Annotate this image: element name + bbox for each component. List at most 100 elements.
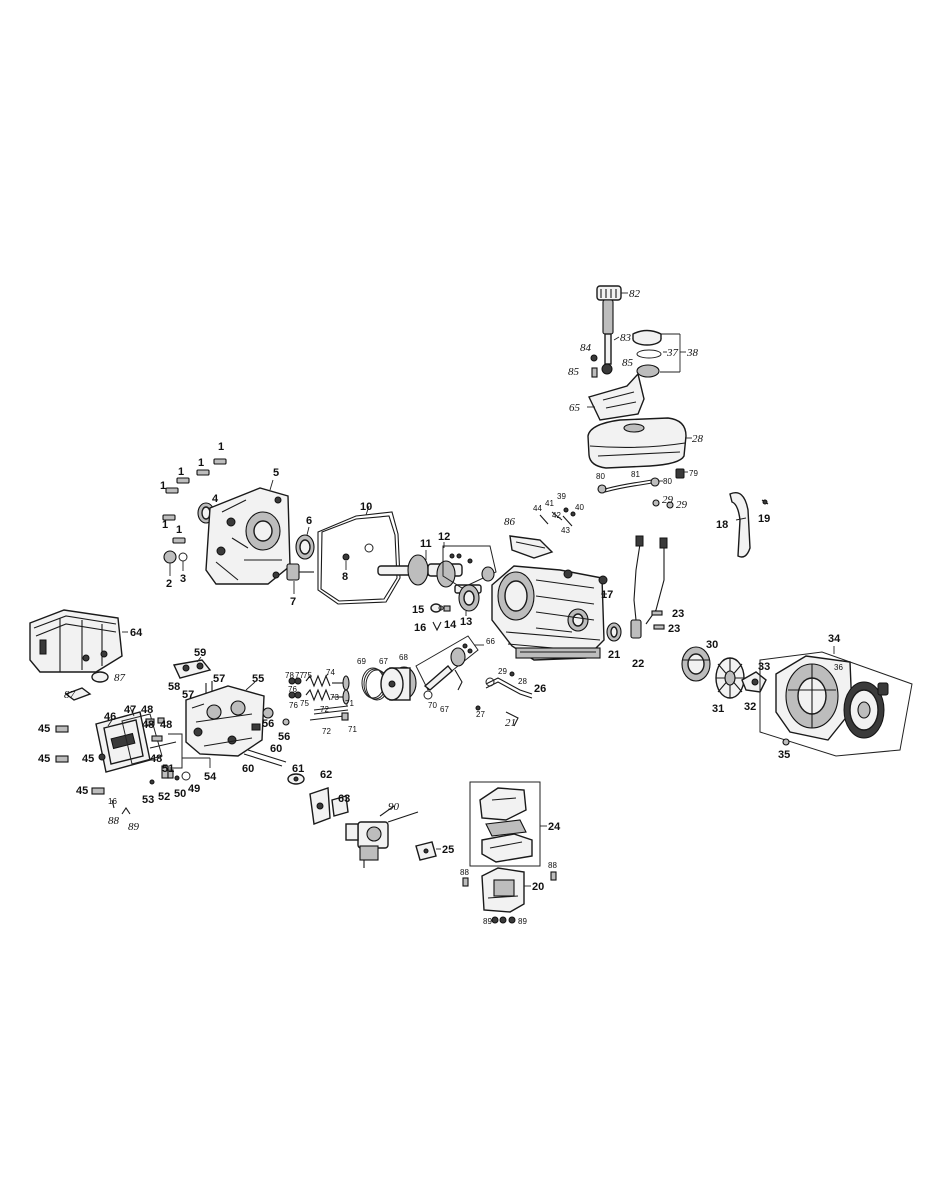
callout-86: 86 <box>504 516 516 528</box>
cooling-fan <box>715 657 745 699</box>
callout-47: 47 <box>124 704 136 716</box>
callout-60: 60 <box>242 763 254 775</box>
callout-84: 84 <box>580 342 592 354</box>
callout-57: 57 <box>213 673 225 685</box>
callout-50: 50 <box>174 788 186 800</box>
bolt-85 <box>591 367 598 378</box>
callout-88: 88 <box>548 861 557 870</box>
callout-36: 36 <box>834 663 843 672</box>
valve-train <box>288 674 350 721</box>
oil-drain-plug <box>163 550 177 564</box>
callout-64: 64 <box>130 627 143 639</box>
callout-4: 4 <box>212 493 219 505</box>
cylinder-head <box>185 685 265 757</box>
callout-20: 20 <box>532 881 544 893</box>
callout-46: 46 <box>104 711 116 723</box>
callout-82: 82 <box>629 288 641 300</box>
callout-78: 78 <box>285 671 294 680</box>
callout-68: 68 <box>399 653 408 662</box>
callout-42: 42 <box>552 511 561 520</box>
callout-2: 2 <box>166 578 172 590</box>
callout-45: 45 <box>38 753 50 765</box>
callout-29: 29 <box>662 494 674 506</box>
callout-29: 29 <box>498 667 507 676</box>
callout-45: 45 <box>38 723 50 735</box>
fuel-filter-cap <box>596 285 622 301</box>
callout-62: 62 <box>320 769 332 781</box>
washer-84 <box>590 354 598 362</box>
callout-87: 87 <box>114 672 126 684</box>
fuel-strainer <box>601 299 614 375</box>
callout-54: 54 <box>204 771 217 783</box>
callout-59: 59 <box>194 647 206 659</box>
callout-53: 53 <box>142 794 154 806</box>
callout-61: 61 <box>292 763 304 775</box>
callout-45: 45 <box>82 753 94 765</box>
ignition-coil <box>630 619 642 639</box>
air-cleaner-group <box>469 781 541 867</box>
crankcase-gasket <box>317 511 401 605</box>
callout-23: 23 <box>672 608 684 620</box>
callout-3: 3 <box>180 573 186 585</box>
callout-7: 7 <box>290 596 296 608</box>
callout-85: 85 <box>568 366 580 378</box>
fuel-tank-group <box>587 285 692 509</box>
callout-77: 77 <box>295 671 304 680</box>
callout-37: 37 <box>666 347 679 359</box>
callout-25: 25 <box>442 844 454 856</box>
callout-14: 14 <box>444 619 457 631</box>
carburetor <box>345 805 419 868</box>
callout-75: 75 <box>300 699 309 708</box>
callout-76: 76 <box>289 701 298 710</box>
callout-73: 73 <box>330 693 339 702</box>
callout-48: 48 <box>150 753 162 765</box>
cylinder-head-group <box>55 656 305 815</box>
carburetor-group <box>309 787 441 868</box>
callout-88: 88 <box>460 868 469 877</box>
rocker-cover <box>95 711 151 773</box>
fuel-tank <box>587 417 687 469</box>
callout-8: 8 <box>342 571 348 583</box>
callout-66: 66 <box>486 637 495 646</box>
callout-21: 21 <box>505 717 516 729</box>
callout-48: 48 <box>141 704 153 716</box>
callout-18: 18 <box>716 519 728 531</box>
crankcase-cover-group <box>162 458 401 605</box>
callout-51: 51 <box>162 763 174 775</box>
callout-31: 31 <box>712 703 724 715</box>
callout-1: 1 <box>218 441 224 453</box>
callout-28: 28 <box>518 677 527 686</box>
governor-linkage <box>475 671 533 727</box>
callout-12: 12 <box>438 531 450 543</box>
callout-15: 15 <box>412 604 424 616</box>
callout-89: 89 <box>518 917 527 926</box>
callout-90: 90 <box>388 801 400 813</box>
crankcase-cover <box>205 487 291 585</box>
callout-26: 26 <box>534 683 546 695</box>
callout-40: 40 <box>575 503 584 512</box>
callout-17: 17 <box>601 589 613 601</box>
ignition-coil-group <box>606 535 668 642</box>
air-cleaner-base <box>462 867 557 924</box>
callout-63: 63 <box>338 793 350 805</box>
callout-87: 87 <box>64 689 76 701</box>
air-guide <box>729 492 751 558</box>
piston-group <box>361 635 479 701</box>
callout-39: 39 <box>557 492 566 501</box>
muffler <box>29 609 123 701</box>
callout-28: 28 <box>692 433 704 445</box>
callout-1: 1 <box>176 524 182 536</box>
callout-labels: 1 1 1 1 1 1 2 3 4 5 6 7 8 10 11 12 13 14… <box>38 288 843 926</box>
callout-16: 16 <box>108 797 117 806</box>
callout-5: 5 <box>273 467 279 479</box>
callout-67: 67 <box>379 657 388 666</box>
callout-16: 16 <box>414 622 426 634</box>
callout-48: 48 <box>142 719 154 731</box>
governor-gear <box>286 563 314 581</box>
callout-1: 1 <box>160 480 166 492</box>
fuel-hose <box>604 479 653 490</box>
callout-85: 85 <box>622 357 634 369</box>
hose-clamp <box>597 484 607 494</box>
callout-33: 33 <box>758 661 770 673</box>
callout-41: 41 <box>545 499 554 508</box>
